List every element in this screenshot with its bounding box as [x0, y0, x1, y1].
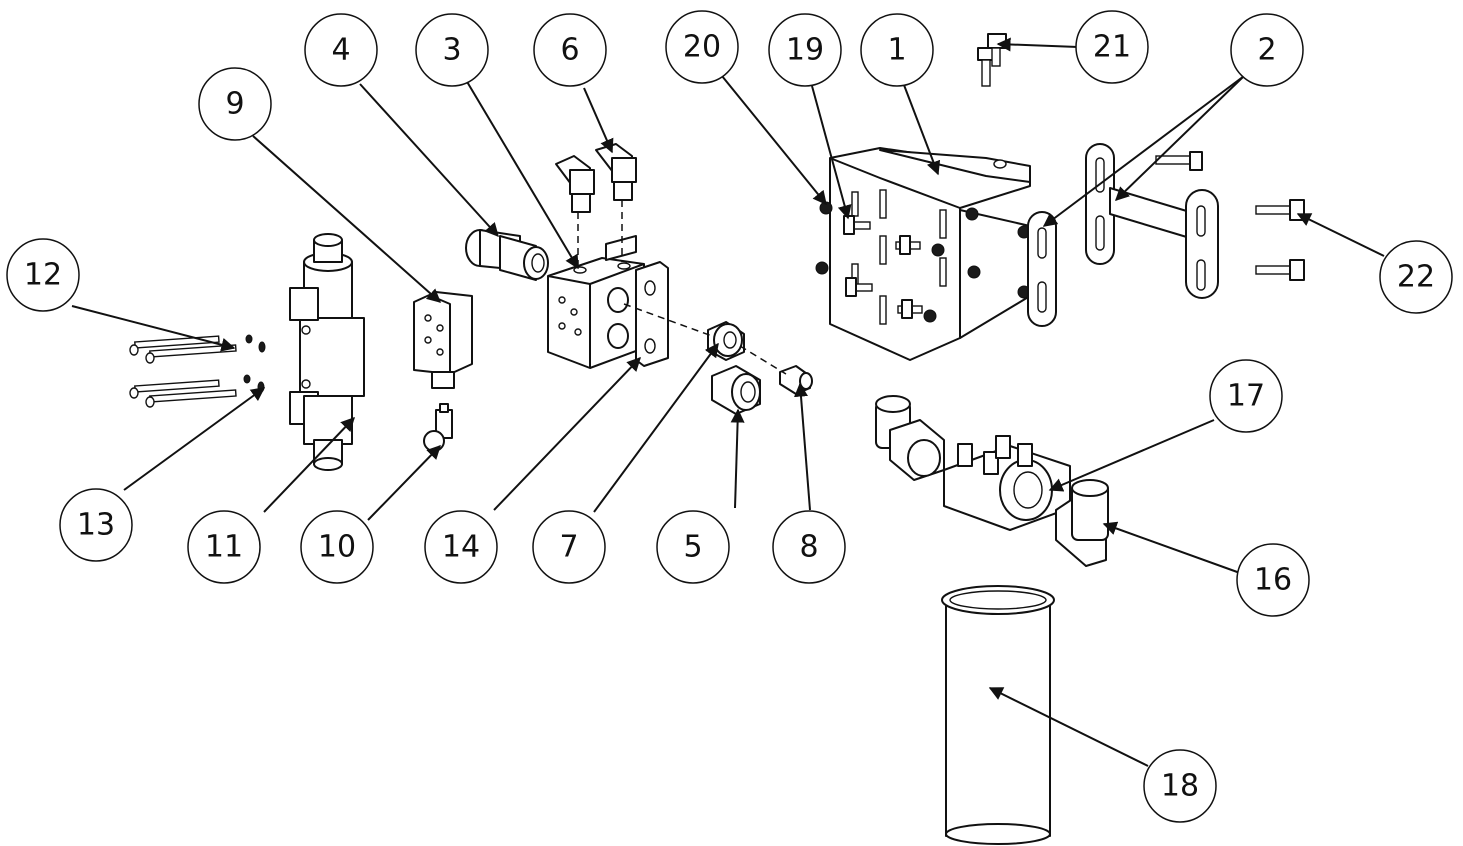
balloon-21: 21: [1075, 10, 1149, 84]
balloon-7: 7: [532, 510, 606, 584]
balloon-14-label: 14: [442, 530, 480, 565]
balloon-9: 9: [198, 67, 272, 141]
balloon-18: 18: [1143, 749, 1217, 823]
balloon-7-label: 7: [559, 530, 578, 565]
balloon-1: 1: [860, 13, 934, 87]
part-19-bracket-bolts: [843, 215, 923, 319]
balloon-16: 16: [1236, 543, 1310, 617]
balloon-21-label: 21: [1093, 30, 1131, 65]
part-6-elbow-fittings: [555, 143, 637, 213]
balloon-1-label: 1: [887, 33, 906, 68]
part-7-bushing: [707, 321, 745, 361]
balloon-14: 14: [424, 510, 498, 584]
assembly-centerlines: [577, 200, 787, 375]
balloon-2-label: 2: [1257, 33, 1276, 68]
balloon-8-label: 8: [799, 530, 818, 565]
part-4-swivel-fitting: [465, 229, 549, 281]
balloon-16-label: 16: [1254, 563, 1292, 598]
balloon-13: 13: [59, 488, 133, 562]
leader-lines: [71, 37, 1385, 767]
part-10-small-fitting: [423, 403, 453, 452]
part-22-bolts: [1255, 199, 1305, 281]
part-12-long-bolts: [129, 335, 237, 408]
balloon-9-label: 9: [225, 87, 244, 122]
balloon-12-label: 12: [24, 258, 62, 293]
part-13-washers: [243, 334, 266, 393]
balloon-19-label: 19: [786, 33, 824, 68]
balloon-20: 20: [665, 10, 739, 84]
balloon-5-label: 5: [683, 530, 702, 565]
balloon-22-label: 22: [1397, 260, 1435, 295]
part-3-manifold-block: [547, 235, 669, 369]
balloon-13-label: 13: [77, 508, 115, 543]
balloon-3: 3: [415, 13, 489, 87]
part-2-hinge-plates: [1027, 143, 1219, 327]
balloon-17: 17: [1209, 359, 1283, 433]
balloon-6-label: 6: [560, 33, 579, 68]
balloon-3-label: 3: [442, 33, 461, 68]
part-18-filter-canister: [941, 585, 1055, 845]
balloon-18-label: 18: [1161, 769, 1199, 804]
balloon-19: 19: [768, 13, 842, 87]
part-9-subplate-block: [413, 291, 473, 389]
balloon-2: 2: [1230, 13, 1304, 87]
balloon-4-label: 4: [331, 33, 350, 68]
balloon-22: 22: [1379, 240, 1453, 314]
part-17-filter-head: [875, 395, 1071, 531]
part-16-elbow-fitting: [1055, 479, 1109, 567]
balloon-20-label: 20: [683, 30, 721, 65]
part-5-nut-fitting: [711, 365, 761, 415]
balloon-11-label: 11: [205, 530, 243, 565]
part-8-nipple-fitting: [779, 365, 813, 395]
balloon-17-label: 17: [1227, 379, 1265, 414]
balloon-5: 5: [656, 510, 730, 584]
part-1-mounting-bracket: [815, 147, 1031, 361]
part-11-solenoid-valve: [289, 233, 365, 471]
balloon-6: 6: [533, 13, 607, 87]
balloon-4: 4: [304, 13, 378, 87]
balloon-12: 12: [6, 238, 80, 312]
balloon-8: 8: [772, 510, 846, 584]
balloon-11: 11: [187, 510, 261, 584]
balloon-10: 10: [300, 510, 374, 584]
balloon-10-label: 10: [318, 530, 356, 565]
part-21-bolts: [977, 33, 1007, 87]
